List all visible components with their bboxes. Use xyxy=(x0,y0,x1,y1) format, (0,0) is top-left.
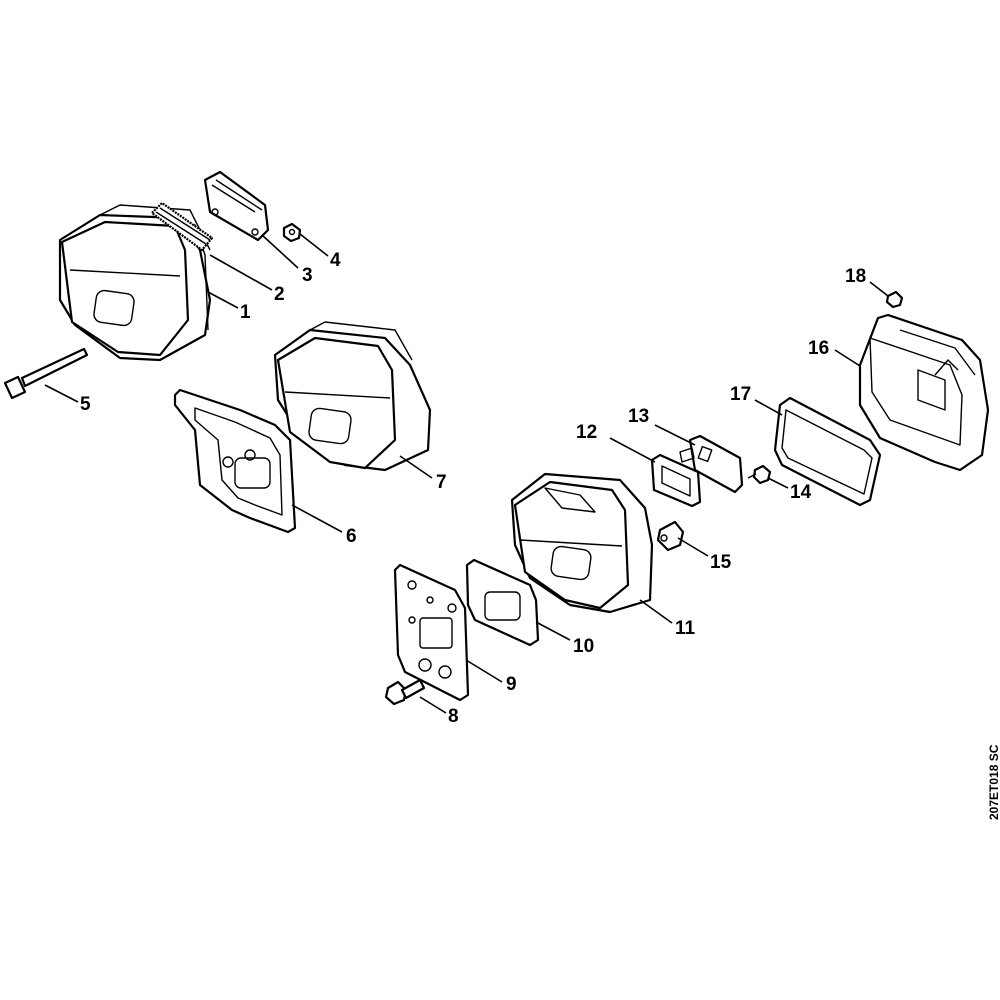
leader-16 xyxy=(834,349,861,367)
leader-15 xyxy=(677,537,709,557)
callout-14: 14 xyxy=(790,482,812,503)
leader-lines xyxy=(44,233,889,714)
part-8-screw xyxy=(384,678,426,706)
callout-5: 5 xyxy=(80,394,91,415)
part-17-plate xyxy=(773,396,882,507)
leader-6 xyxy=(291,504,343,533)
leader-5 xyxy=(44,384,79,403)
part-9-plate xyxy=(393,563,470,702)
callout-11: 11 xyxy=(675,618,696,639)
callout-12: 12 xyxy=(576,422,597,443)
reference-code: 207ET018 SC xyxy=(987,744,1000,820)
leader-1 xyxy=(207,291,239,309)
part-10-gasket xyxy=(465,558,540,647)
callout-13: 13 xyxy=(628,406,649,427)
leader-14 xyxy=(767,477,789,489)
part-11-muffler xyxy=(510,472,654,614)
callout-6: 6 xyxy=(346,526,357,547)
callout-7: 7 xyxy=(436,472,447,493)
callout-9: 9 xyxy=(506,674,517,695)
leader-9 xyxy=(465,659,503,683)
leader-3 xyxy=(261,234,299,269)
part-6-plate xyxy=(173,388,297,534)
part-5-bolt xyxy=(3,347,89,400)
part-3-cover xyxy=(203,170,270,242)
leader-10 xyxy=(535,621,571,641)
callout-15: 15 xyxy=(710,552,732,573)
callout-10: 10 xyxy=(573,636,594,657)
leader-2 xyxy=(209,254,273,291)
part-2-spark-screen xyxy=(150,201,214,252)
callout-18: 18 xyxy=(845,266,866,287)
leader-13 xyxy=(654,424,696,446)
part-16-housing xyxy=(858,313,990,472)
callout-8: 8 xyxy=(448,706,459,727)
part-4-nut xyxy=(282,222,302,243)
callout-2: 2 xyxy=(274,284,285,305)
callout-4: 4 xyxy=(330,250,341,271)
callout-1: 1 xyxy=(240,302,251,323)
leader-7 xyxy=(399,455,433,479)
callout-labels: 1 2 3 4 5 6 7 8 9 10 11 12 13 14 15 16 1… xyxy=(80,250,866,727)
part-15-sleeve xyxy=(656,520,685,552)
leader-12 xyxy=(609,437,656,463)
callout-16: 16 xyxy=(808,338,829,359)
part-14-screw xyxy=(747,464,772,485)
callout-3: 3 xyxy=(302,265,313,286)
part-7-muffler xyxy=(273,321,432,472)
leader-8 xyxy=(419,696,447,714)
part-13-deflector xyxy=(679,434,744,494)
leader-4 xyxy=(299,233,329,257)
part-1-muffler xyxy=(58,204,212,362)
part-12-gasket xyxy=(650,453,702,508)
leader-11 xyxy=(639,599,673,624)
callout-17: 17 xyxy=(730,384,751,405)
leader-18 xyxy=(869,281,889,297)
leader-17 xyxy=(754,399,783,416)
part-18-screw xyxy=(885,290,904,309)
